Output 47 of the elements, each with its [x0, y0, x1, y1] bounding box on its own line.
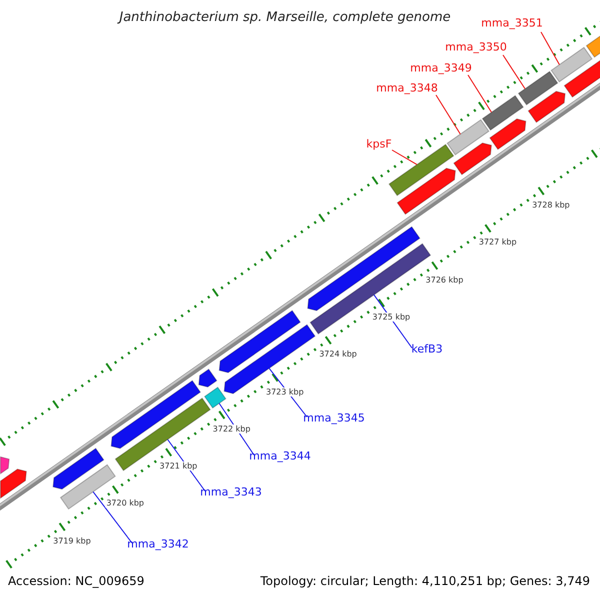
gene-label: mma_3343: [200, 486, 262, 498]
gene-label: mma_3344: [249, 450, 311, 462]
scale-label: 3723 kbp: [264, 387, 305, 396]
scale-label: 3728 kbp: [531, 200, 571, 210]
scale-label: 3724 kbp: [318, 350, 358, 359]
gene-bar: [482, 94, 524, 131]
gene-bar: [489, 118, 526, 150]
gene-bar: [204, 386, 226, 409]
scale-label: 3720 kbp: [105, 498, 146, 508]
leader-line: [92, 491, 132, 544]
gene-bar: [224, 324, 316, 394]
accession-text: Accession: NC_009659: [8, 574, 144, 588]
gene-label: mma_3348: [376, 82, 438, 94]
gene-bar: [550, 46, 593, 83]
gene-bar: [52, 448, 104, 490]
scale-label: 3721 kbp: [158, 462, 198, 471]
gene-label: mma_3342: [127, 538, 189, 550]
scale-label: 3726 kbp: [424, 275, 464, 284]
gene-bar: [396, 168, 456, 215]
gene-label: mma_3345: [303, 412, 365, 424]
gene-bar: [446, 119, 490, 156]
gene-bar: [528, 90, 566, 124]
gene-bar: [307, 226, 420, 312]
gene-bar: [114, 398, 211, 472]
leader-line: [392, 150, 418, 166]
genome-info-text: Topology: circular; Length: 4,110,251 bp; Genes: 3,749: [260, 574, 590, 588]
leader-line: [540, 32, 560, 66]
leader-line: [468, 74, 492, 113]
gene-bar: [0, 456, 10, 475]
gene-bar: [0, 468, 27, 500]
scale-label: 3727 kbp: [478, 238, 518, 247]
scale-label: 3722 kbp: [212, 424, 252, 434]
gene-bar: [198, 368, 218, 388]
title: Janthinobacterium sp. Marseille, complete genome: [119, 10, 451, 25]
gene-label: mma_3349: [410, 62, 472, 74]
leader-line: [502, 54, 526, 90]
gene-label: kefB3: [411, 342, 443, 356]
gene-bar: [518, 70, 558, 106]
scale-label: 3725 kbp: [371, 312, 412, 322]
gene-bar: [218, 310, 301, 374]
gene-bar: [110, 380, 202, 449]
gene-label: kpsF: [366, 138, 392, 150]
gene-bar: [453, 142, 492, 176]
leader-line: [436, 94, 461, 135]
scale-label: 3719 kbp: [52, 536, 92, 546]
gene-label: mma_3350: [445, 40, 507, 54]
gene-label: mma_3351: [481, 16, 543, 30]
